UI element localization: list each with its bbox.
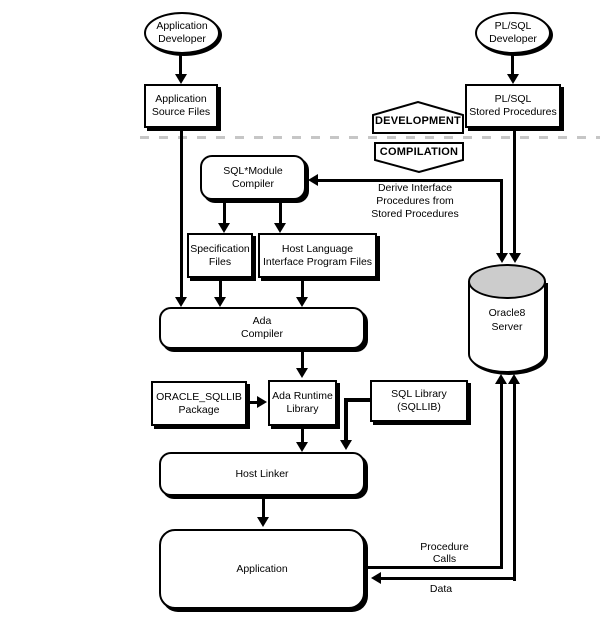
node-label: Ada Runtime Library bbox=[272, 390, 333, 415]
node-oracle-sqllib-package: ORACLE_SQLLIB Package bbox=[151, 381, 247, 426]
node-label: SQL Library (SQLLIB) bbox=[391, 388, 447, 413]
arrowhead-down-icon bbox=[274, 223, 286, 233]
node-label: PL/SQL Developer bbox=[489, 20, 537, 45]
node-plsql-stored-procedures: PL/SQL Stored Procedures bbox=[465, 84, 561, 128]
node-ada-compiler: Ada Compiler bbox=[159, 307, 365, 349]
arrowhead-down-icon bbox=[296, 297, 308, 307]
node-label: Application bbox=[236, 562, 288, 575]
node-host-linker: Host Linker bbox=[159, 452, 365, 496]
node-oracle8-server-label: Oracle8 Server bbox=[488, 307, 526, 333]
compilation-banner-shape bbox=[374, 142, 464, 173]
node-host-language-interface-program-files: Host Language Interface Program Files bbox=[258, 233, 377, 278]
connector-procedurecalls-vertical bbox=[500, 384, 503, 569]
arrowhead-left-icon bbox=[371, 572, 381, 584]
connector-appdev-to-sourcefiles bbox=[179, 54, 182, 75]
arrowhead-right-icon bbox=[257, 396, 267, 408]
node-label: Specification Files bbox=[190, 242, 250, 268]
node-label: Host Linker bbox=[235, 467, 289, 480]
connector-plsqldev-to-storedproc bbox=[511, 54, 514, 75]
node-sql-module-compiler: SQL*Module Compiler bbox=[200, 155, 306, 200]
compilation-banner-label: COMPILATION bbox=[379, 146, 459, 158]
node-application-developer: Application Developer bbox=[144, 12, 220, 54]
connector-runtime-to-linker bbox=[301, 426, 304, 443]
node-application-source-files: Application Source Files bbox=[144, 84, 218, 128]
annotation-data: Data bbox=[429, 583, 453, 595]
arrowhead-down-icon bbox=[257, 517, 269, 527]
node-label: PL/SQL Stored Procedures bbox=[469, 93, 557, 118]
connector-data-vertical bbox=[513, 384, 516, 581]
phase-divider-dashed-line bbox=[140, 136, 600, 139]
connector-storedproc-to-server bbox=[513, 128, 516, 254]
connector-sqllibrary-horizontal bbox=[346, 398, 372, 402]
arrowhead-down-icon bbox=[214, 297, 226, 307]
connector-compiler-to-hostlang bbox=[279, 200, 282, 224]
node-label: SQL*Module Compiler bbox=[223, 164, 283, 190]
arrowhead-down-icon bbox=[296, 368, 308, 378]
connector-sqllibrary-vertical bbox=[344, 398, 348, 441]
development-banner-label: DEVELOPMENT bbox=[375, 115, 461, 127]
arrowhead-down-icon bbox=[218, 223, 230, 233]
node-specification-files: Specification Files bbox=[187, 233, 253, 278]
arrowhead-down-icon bbox=[296, 442, 308, 452]
arrowhead-down-icon bbox=[340, 440, 352, 450]
arrowhead-left-icon bbox=[308, 174, 318, 186]
node-application: Application bbox=[159, 529, 365, 609]
arrowhead-up-icon bbox=[495, 374, 507, 384]
node-ada-runtime-library: Ada Runtime Library bbox=[268, 380, 337, 426]
connector-derive-vertical bbox=[500, 179, 503, 254]
arrowhead-down-icon bbox=[507, 74, 519, 84]
development-banner-shape bbox=[372, 101, 464, 134]
node-label: Application Developer bbox=[156, 20, 208, 45]
connector-adacompiler-to-runtime bbox=[301, 349, 304, 369]
connector-procedurecalls-horizontal bbox=[367, 566, 503, 569]
connector-specfiles-to-adacompiler bbox=[219, 278, 222, 298]
arrowhead-down-icon bbox=[509, 253, 521, 263]
connector-sourcefiles-to-adacompiler bbox=[180, 128, 183, 298]
node-plsql-developer: PL/SQL Developer bbox=[475, 12, 551, 54]
node-label: Host Language Interface Program Files bbox=[262, 242, 373, 268]
arrowhead-up-icon bbox=[508, 374, 520, 384]
node-sql-library-sqllib: SQL Library (SQLLIB) bbox=[370, 380, 468, 422]
arrowhead-down-icon bbox=[175, 74, 187, 84]
connector-package-to-runtime bbox=[247, 401, 259, 404]
node-oracle8-server-top bbox=[468, 264, 546, 299]
connector-data-horizontal bbox=[381, 577, 516, 580]
connector-compiler-to-specfiles bbox=[223, 200, 226, 224]
node-label: Ada Compiler bbox=[240, 315, 283, 340]
annotation-derive-interface: Derive Interface Procedures from Stored … bbox=[371, 182, 459, 220]
connector-derive-horizontal bbox=[318, 179, 503, 182]
node-label: Application Source Files bbox=[151, 93, 211, 118]
connector-hostlang-to-adacompiler bbox=[301, 278, 304, 298]
arrowhead-down-icon bbox=[496, 253, 508, 263]
node-label: ORACLE_SQLLIB Package bbox=[156, 390, 242, 416]
annotation-procedure-calls: Procedure Calls bbox=[420, 541, 469, 565]
connector-linker-to-application bbox=[262, 496, 265, 518]
arrowhead-down-icon bbox=[175, 297, 187, 307]
